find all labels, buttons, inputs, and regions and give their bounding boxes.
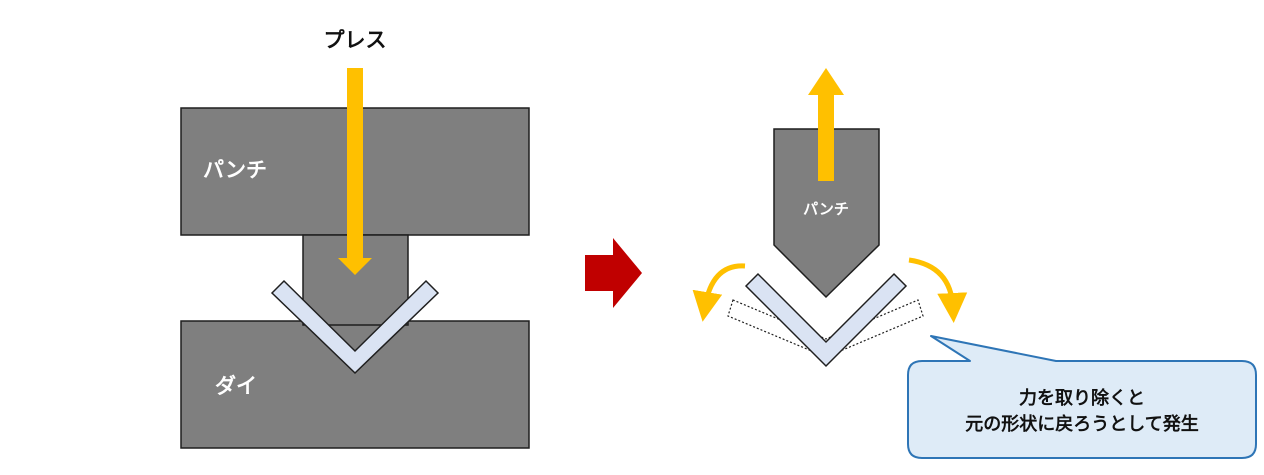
lift-arrow-up bbox=[808, 68, 844, 181]
springback-arrow-right bbox=[908, 257, 968, 323]
bent-sheet bbox=[270, 279, 440, 375]
press-label: プレス bbox=[324, 28, 387, 52]
punch-label: パンチ bbox=[203, 158, 267, 182]
original-sheet-outline bbox=[727, 299, 924, 358]
springback-arrow-left bbox=[692, 263, 746, 322]
left-panel: プレス パンチ ダイ bbox=[180, 28, 530, 449]
transition-arrow bbox=[585, 238, 642, 308]
springback-sheet bbox=[744, 272, 908, 368]
callout-bubble bbox=[907, 335, 1257, 459]
callout-line-1: 力を取り除くと bbox=[1019, 387, 1145, 409]
punch-pentagon bbox=[773, 128, 880, 299]
callout-line-2: 元の形状に戻ろうとして発生 bbox=[965, 413, 1198, 435]
die-label: ダイ bbox=[215, 374, 257, 398]
press-arrow-down bbox=[338, 68, 372, 275]
right-panel: パンチ 力を取り除くと 元の形状に戻ろうとして発生 bbox=[692, 68, 1257, 459]
punch-label-right: パンチ bbox=[803, 200, 849, 218]
die-block bbox=[180, 320, 530, 449]
